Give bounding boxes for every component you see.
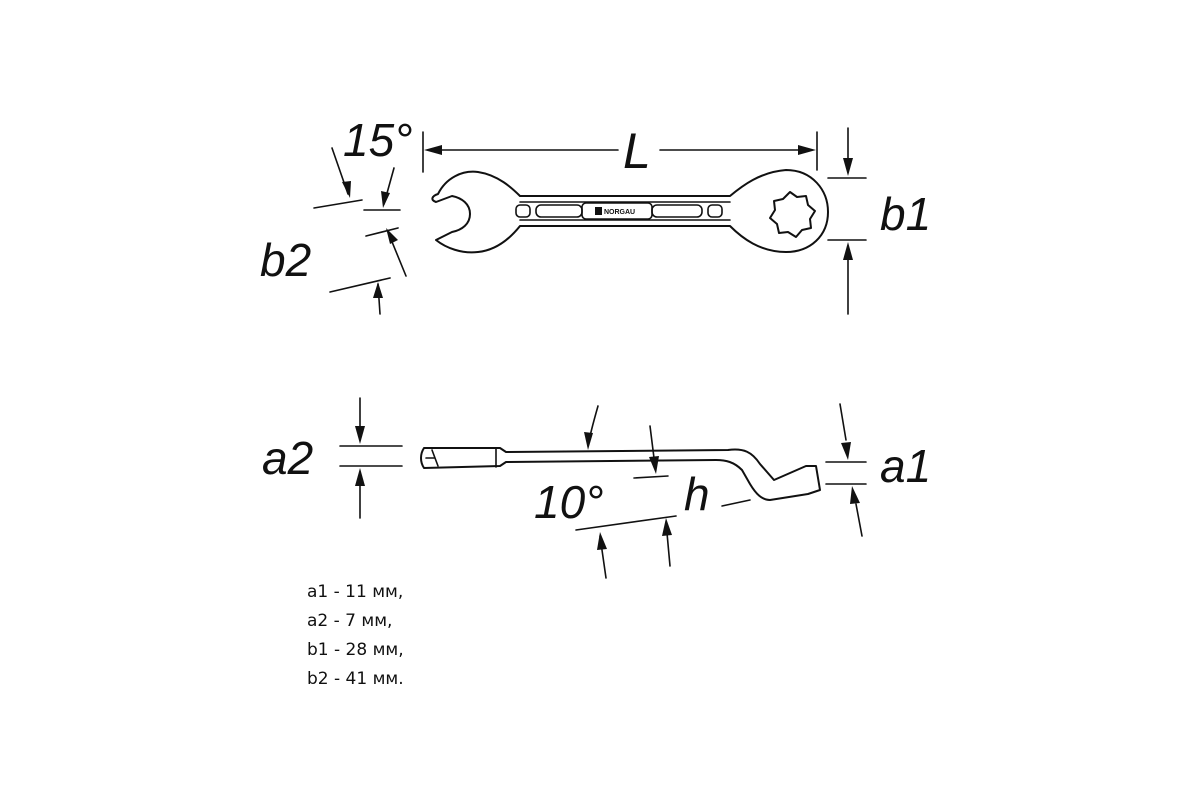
spec-b1: b1 - 28 мм,: [307, 640, 404, 660]
dimension-b1: [827, 127, 867, 315]
specs-list: a1 - 11 мм, a2 - 7 мм, b1 - 28 мм, b2 - …: [307, 578, 404, 694]
handle-slot-mid-right: [651, 204, 703, 218]
label-b1: b1: [880, 188, 931, 240]
spec-a2: a2 - 7 мм,: [307, 611, 393, 631]
spec-a1: a1 - 11 мм,: [307, 582, 404, 602]
wrench-side-view: [420, 447, 821, 501]
label-a1: a1: [880, 440, 931, 492]
wrench-side-outline: [420, 447, 821, 501]
label-h: h: [684, 468, 710, 520]
dimension-L: [422, 131, 818, 173]
label-angle-15: 15°: [343, 114, 413, 166]
dimension-h: [575, 425, 751, 579]
brand-text: NORGAU: [604, 209, 635, 216]
label-a2: a2: [262, 432, 313, 484]
ring-12-point: [769, 191, 816, 238]
dimension-a1: [825, 403, 867, 537]
wrench-top-view: NORGAU: [431, 169, 829, 254]
dimension-angle-15: [331, 147, 395, 208]
dimension-a2: [339, 397, 403, 519]
wrench-top-outline: [431, 169, 829, 254]
label-angle-10: 10°: [534, 476, 604, 528]
handle-slot-right: [707, 204, 723, 218]
handle-slot-mid-left: [535, 204, 583, 218]
brand-logo-square: [595, 207, 602, 215]
handle-slot-left: [515, 204, 531, 218]
spec-b2: b2 - 41 мм.: [307, 669, 404, 689]
label-b2: b2: [260, 234, 311, 286]
dimension-angle-10: [584, 405, 599, 450]
dimension-b2: [313, 199, 407, 315]
label-L: L: [623, 123, 651, 179]
